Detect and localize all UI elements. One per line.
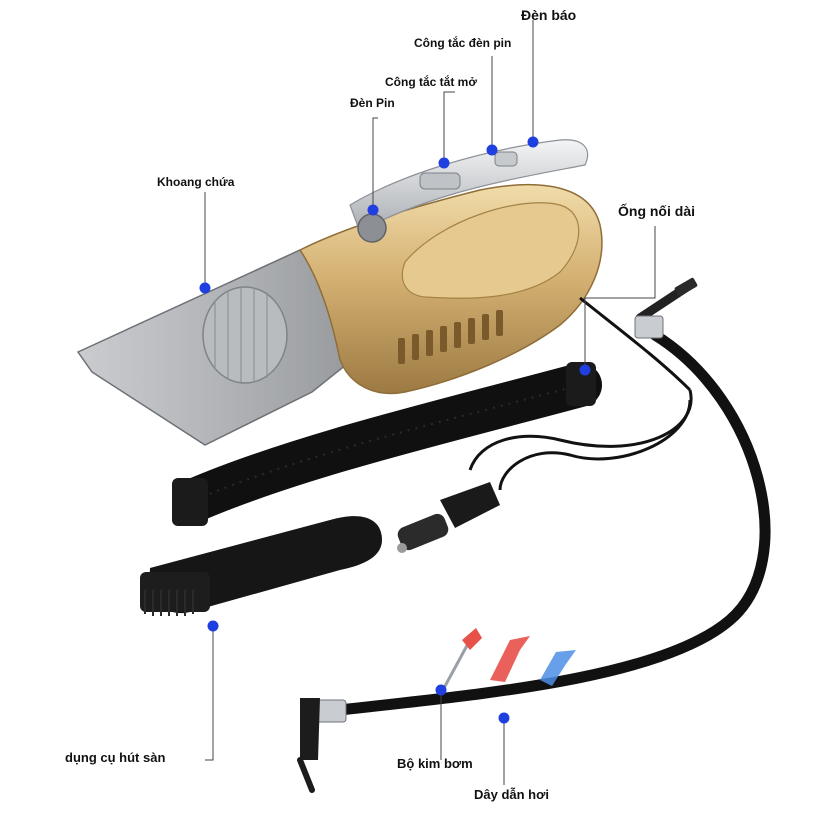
marker-khoang-chua xyxy=(199,282,211,294)
marker-cong-tac-den-pin xyxy=(486,144,498,156)
filter-shape xyxy=(202,286,288,384)
floor-brush-tool xyxy=(140,516,382,616)
car-cigarette-plug xyxy=(397,482,500,553)
marker-dung-cu-hut-san xyxy=(207,620,219,632)
label-ong-noi-dai: Ống nối dài xyxy=(618,203,695,219)
handle-opening xyxy=(401,202,580,299)
marker-cong-tac-tat-mo xyxy=(438,157,450,169)
callout-markers xyxy=(199,136,591,724)
label-dung-cu-hut-san: dụng cụ hút sàn xyxy=(65,750,166,765)
vent-slots xyxy=(398,310,503,364)
label-khoang-chua: Khoang chứa xyxy=(157,175,235,189)
inflation-needles xyxy=(442,628,576,689)
label-cong-tac-den-pin: Công tắc đèn pin xyxy=(414,36,512,50)
label-den-pin: Đèn Pin xyxy=(350,96,395,110)
marker-day-dan-hoi xyxy=(498,712,510,724)
brush-bristles xyxy=(144,590,194,616)
power-switch-shape xyxy=(419,172,461,190)
flashlight-switch-shape xyxy=(494,151,518,167)
leader-lines xyxy=(204,20,656,785)
label-den-bao: Đèn báo xyxy=(521,7,577,23)
filter-pleats xyxy=(214,288,268,382)
label-bo-kim-bom: Bộ kim bơm xyxy=(397,756,473,771)
label-cong-tac-tat-mo: Công tắc tắt mở xyxy=(385,75,477,89)
silver-handle-strip xyxy=(349,139,589,233)
marker-den-bao xyxy=(527,136,539,148)
power-cord xyxy=(468,296,693,491)
marker-den-pin xyxy=(367,204,379,216)
handheld-vacuum xyxy=(76,139,603,446)
marker-bo-kim-bom xyxy=(435,684,447,696)
air-pump-hose xyxy=(297,277,771,793)
label-day-dan-hoi: Dây dẫn hơi xyxy=(474,787,549,802)
flashlight-lens xyxy=(357,213,387,243)
marker-ong-noi-dai xyxy=(579,364,591,376)
